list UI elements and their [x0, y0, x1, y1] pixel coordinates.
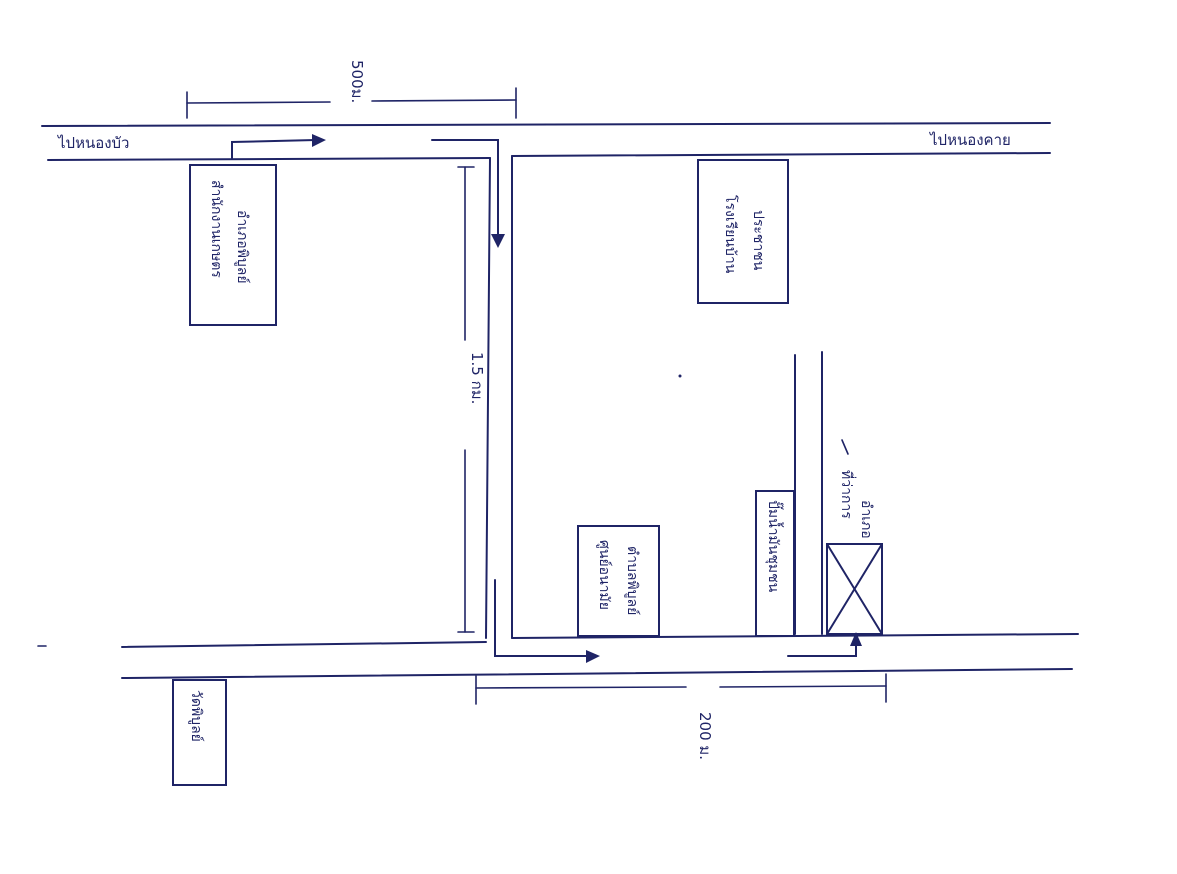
place-hospital: ศูนย์อนามัย ตำบลพิบูลย์: [577, 525, 660, 637]
place-school: โรงเรียนบ้าน ประชาชน: [697, 159, 789, 304]
gas-station-label: ปั๊มน้ำมันชุมชน: [765, 500, 784, 593]
road-label-right: ไปหนองคาย: [929, 131, 1011, 149]
place-office: สำนักงานเกษตร อำเภอพิบูลย์: [189, 164, 277, 326]
vertical-road: [485, 155, 513, 639]
distance-vertical-label: 1.5 กม.: [468, 352, 486, 404]
distance-bottom: 200 ม.: [475, 673, 887, 760]
office-label-line2: อำเภอพิบูลย์: [234, 210, 251, 284]
school-label-line2: ประชาชน: [750, 210, 766, 271]
school-label-line1: โรงเรียนบ้าน: [722, 195, 739, 274]
route-arrow-3-icon: [586, 650, 600, 663]
stray-dot: [678, 374, 682, 378]
hospital-label-line1: ศูนย์อนามัย: [596, 540, 613, 610]
destination-label-line2: อำเภอ: [858, 500, 874, 539]
side-lane: [794, 351, 823, 635]
distance-bottom-label: 200 ม.: [696, 712, 714, 760]
top-road: [41, 122, 1051, 161]
route-arrow-4-icon: [850, 632, 862, 646]
office-label-line1: สำนักงานเกษตร: [208, 180, 224, 278]
place-gas-station: ปั๊มน้ำมันชุมชน: [755, 490, 795, 637]
temple-label: วัดพิบูลย์: [188, 690, 205, 742]
route-path: [231, 134, 862, 663]
hospital-label-line2: ตำบลพิบูลย์: [624, 546, 641, 615]
destination-label-line1: ที่ว่าการ: [838, 470, 856, 519]
route-arrow-1-icon: [312, 134, 326, 147]
distance-top: 500ม.: [186, 60, 517, 119]
distance-vertical: 1.5 กม.: [457, 166, 486, 633]
place-destination: ที่ว่าการ อำเภอ: [826, 439, 883, 635]
distance-top-label: 500ม.: [348, 60, 366, 103]
route-arrow-2-icon: [491, 234, 505, 248]
road-label-left: ไปหนองบัว: [57, 134, 129, 152]
place-temple: วัดพิบูลย์: [172, 679, 227, 786]
